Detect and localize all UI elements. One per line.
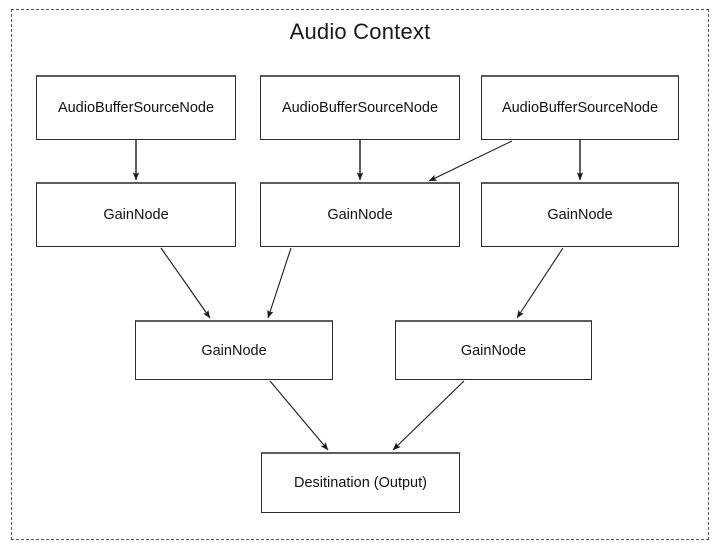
audio-context-container	[11, 9, 709, 540]
node-src2[interactable]: AudioBufferSourceNode	[260, 75, 460, 140]
node-label: GainNode	[201, 342, 267, 359]
node-label: AudioBufferSourceNode	[281, 100, 439, 116]
node-src3[interactable]: AudioBufferSourceNode	[481, 75, 679, 140]
node-gain3[interactable]: GainNode	[481, 182, 679, 247]
node-label: GainNode	[103, 207, 169, 223]
node-src1[interactable]: AudioBufferSourceNode	[36, 75, 236, 140]
diagram-title: Audio Context	[289, 19, 431, 44]
node-label: Desitination (Output)	[294, 475, 427, 491]
node-gain1[interactable]: GainNode	[36, 182, 236, 247]
node-label: GainNode	[547, 207, 613, 223]
node-label: AudioBufferSourceNode	[501, 100, 659, 116]
node-gain2[interactable]: GainNode	[260, 182, 460, 247]
node-gain4[interactable]: GainNode	[135, 320, 333, 380]
node-label: GainNode	[327, 207, 393, 223]
node-label: GainNode	[460, 342, 527, 359]
node-gain5[interactable]: GainNode	[395, 320, 592, 380]
node-dest[interactable]: Desitination (Output)	[261, 452, 460, 513]
node-label: AudioBufferSourceNode	[57, 100, 215, 116]
